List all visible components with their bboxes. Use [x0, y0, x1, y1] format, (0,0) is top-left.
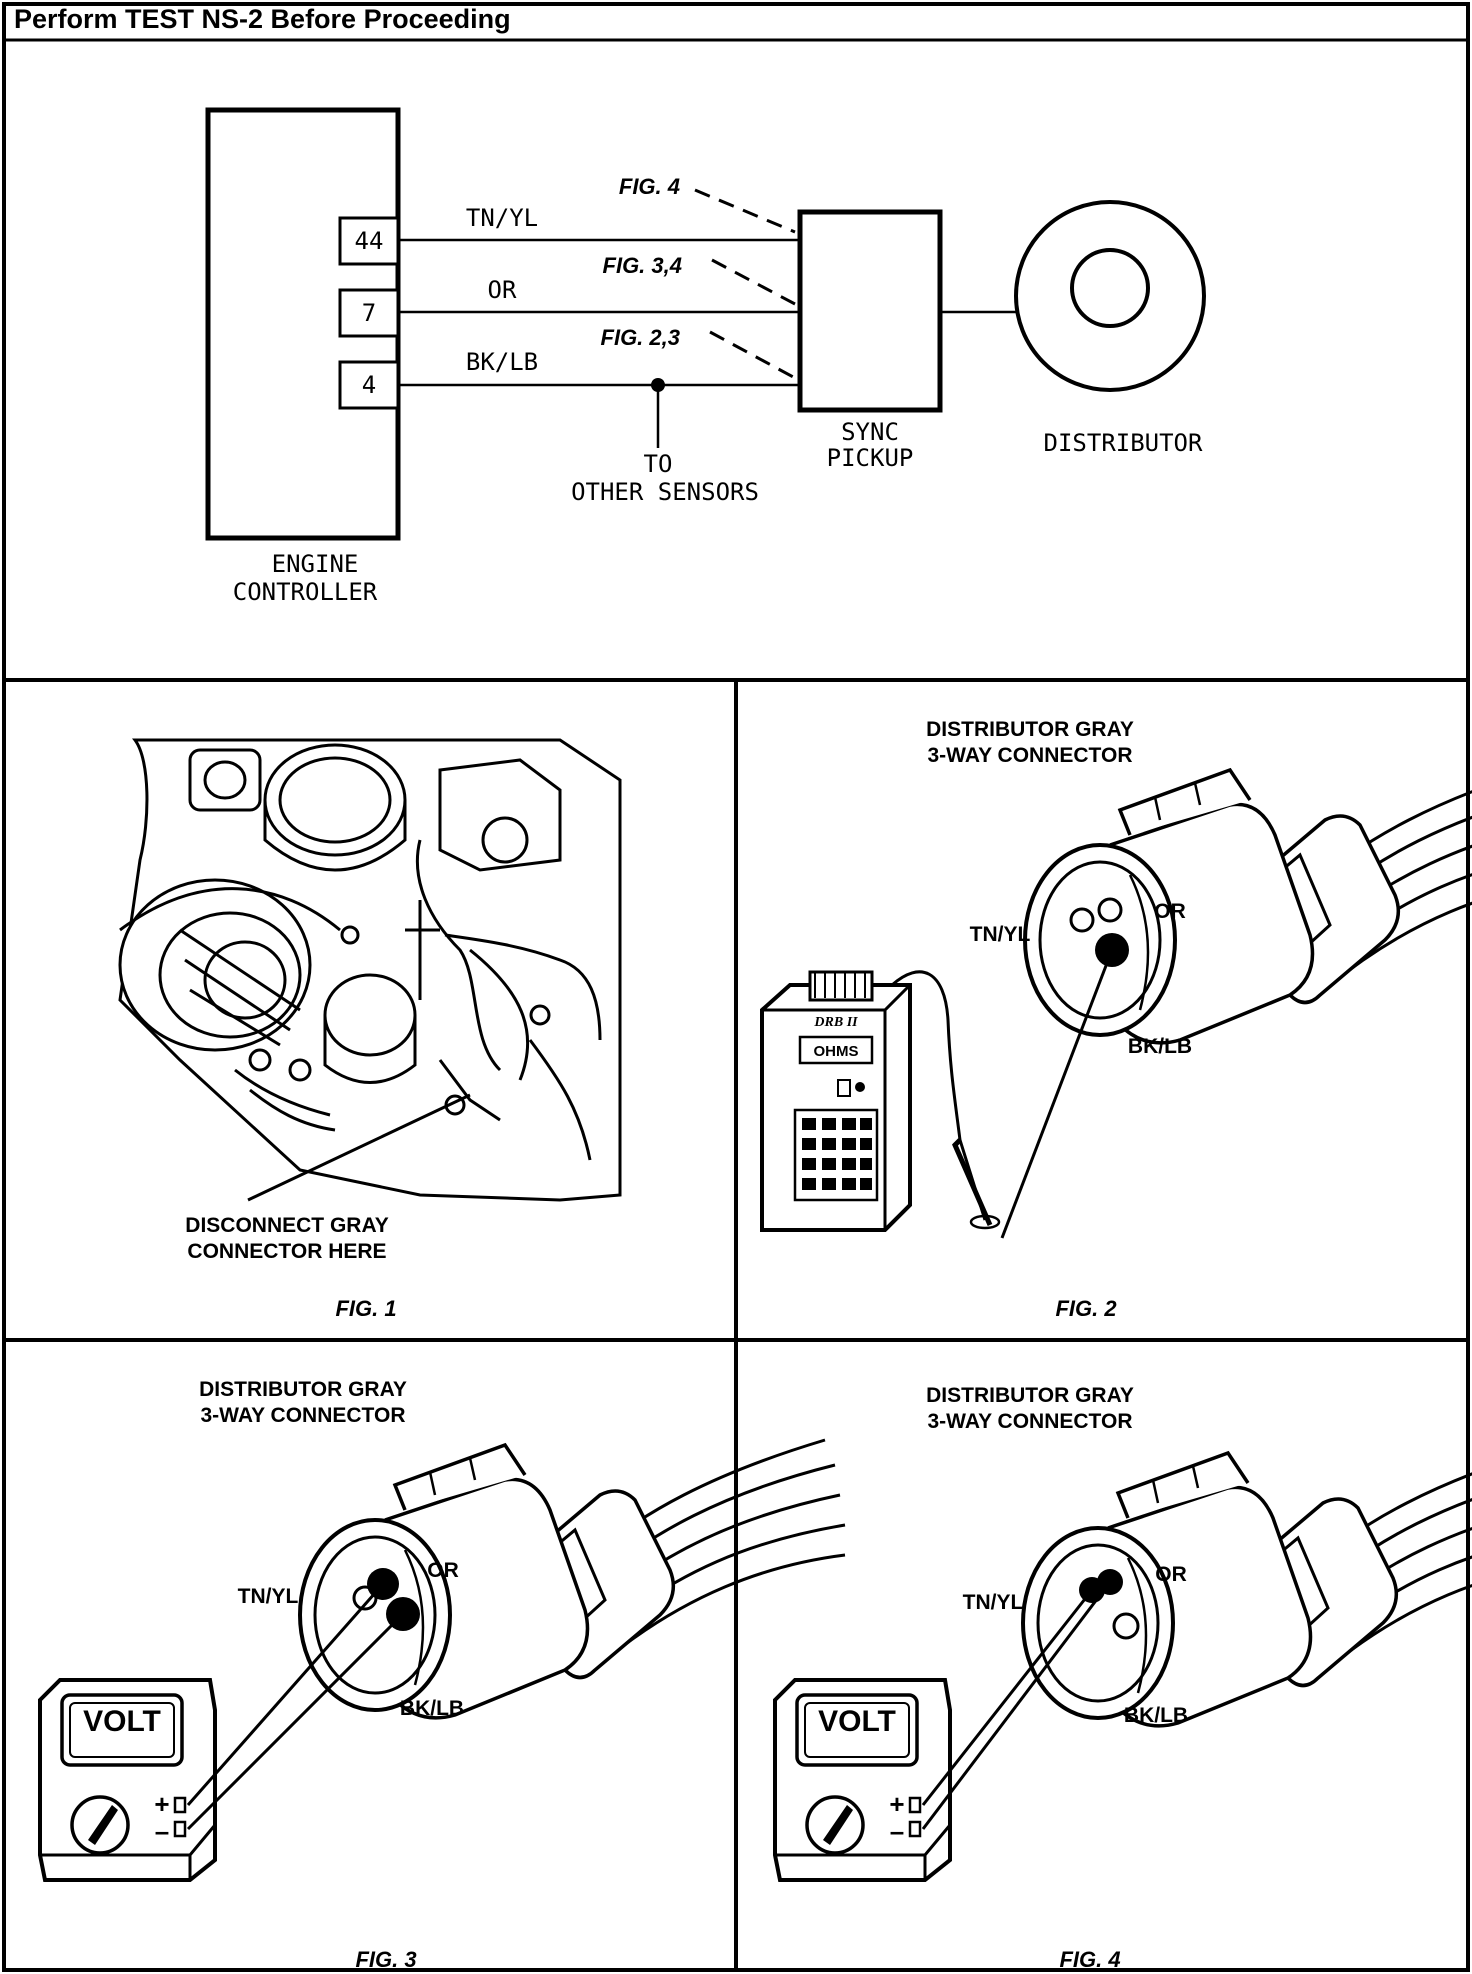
pin-44-label: 44 — [355, 227, 384, 255]
fig3-plus-terminal: + — [154, 1789, 169, 1819]
pickup-label: PICKUP — [827, 444, 914, 472]
pin-4-label: 4 — [362, 371, 376, 399]
fig3-minus-terminal: – — [155, 1816, 169, 1846]
fig2-or-label: OR — [1154, 900, 1186, 923]
fig4-connector — [1021, 1446, 1472, 1728]
fig1-caption-line2: CONNECTOR HERE — [187, 1240, 386, 1263]
fig4-or-label: OR — [1155, 1563, 1187, 1586]
fig4-tnyl-label: TN/YL — [963, 1591, 1024, 1614]
distributor-inner — [1070, 248, 1150, 328]
fig2-tool-brand: DRB II — [813, 1015, 858, 1030]
fig4-title-line2: 3-WAY CONNECTOR — [928, 1410, 1133, 1433]
fig4-lead-negative — [921, 1581, 1112, 1830]
controller-label: CONTROLLER — [233, 578, 378, 606]
fig3-title-line2: 3-WAY CONNECTOR — [201, 1404, 406, 1427]
fig4-label: FIG. 4 — [1059, 1947, 1120, 1972]
pin-7-box — [338, 288, 400, 338]
fig2-title-line2: 3-WAY CONNECTOR — [928, 744, 1133, 767]
fig1-engine-illustration — [118, 738, 622, 1202]
fig3-bklb-label: BK/LB — [400, 1697, 464, 1720]
fig2-title-line1: DISTRIBUTOR GRAY — [926, 718, 1134, 741]
fig1-label: FIG. 1 — [335, 1296, 396, 1321]
fig3-lead-positive — [186, 1583, 385, 1806]
fig-ref-34-leader — [711, 258, 796, 306]
sync-pickup-box — [797, 209, 943, 413]
to-label: TO — [644, 450, 673, 478]
fig3-lead-negative — [186, 1612, 405, 1831]
fig-ref-23-leader — [709, 330, 796, 380]
pin-7-label: 7 — [362, 299, 376, 327]
fig3-label: FIG. 3 — [355, 1947, 416, 1972]
header-title: Perform TEST NS-2 Before Proceeding — [14, 4, 511, 34]
fig2-tool-display: OHMS — [814, 1043, 859, 1060]
fig4-lead-positive — [921, 1589, 1094, 1806]
pin-44-box — [338, 216, 400, 266]
fig4-bklb-label: BK/LB — [1124, 1704, 1188, 1727]
other-sensors-label: OTHER SENSORS — [571, 478, 759, 506]
fig-ref-34: FIG. 3,4 — [603, 253, 682, 278]
fig1-pointer-line — [247, 1093, 471, 1202]
fig3-or-label: OR — [427, 1559, 459, 1582]
wire-tnyl-label: TN/YL — [466, 204, 538, 232]
fig4-plus-terminal: + — [889, 1789, 904, 1819]
fig2-label: FIG. 2 — [1055, 1296, 1117, 1321]
fig4-volt-display: VOLT — [818, 1705, 896, 1738]
fig2-tnyl-label: TN/YL — [970, 923, 1031, 946]
sync-label: SYNC — [841, 418, 899, 446]
fig1-caption-line1: DISCONNECT GRAY — [185, 1214, 388, 1237]
fig3-volt-display: VOLT — [83, 1705, 161, 1738]
fig2-bklb-label: BK/LB — [1128, 1035, 1192, 1058]
fig4-title-line1: DISTRIBUTOR GRAY — [926, 1384, 1134, 1407]
fig3-tnyl-label: TN/YL — [238, 1585, 299, 1608]
engine-label: ENGINE — [272, 550, 359, 578]
fig3-connector — [298, 1438, 847, 1720]
fig3-title-line1: DISTRIBUTOR GRAY — [199, 1378, 407, 1401]
schematic: 44 7 4 TN/YL OR BK/LB TO OTHER SENSORS S… — [205, 107, 1206, 606]
wire-or-label: OR — [488, 276, 517, 304]
fig-ref-4: FIG. 4 — [619, 174, 680, 199]
distributor-label: DISTRIBUTOR — [1044, 429, 1203, 457]
fig4-minus-terminal: – — [890, 1816, 904, 1846]
wire-bklb-label: BK/LB — [466, 348, 538, 376]
fig2-drb-tester: OHMS DRB II — [760, 949, 1114, 1239]
fig-ref-23: FIG. 2,3 — [601, 325, 680, 350]
fig-ref-4-leader — [694, 188, 796, 234]
